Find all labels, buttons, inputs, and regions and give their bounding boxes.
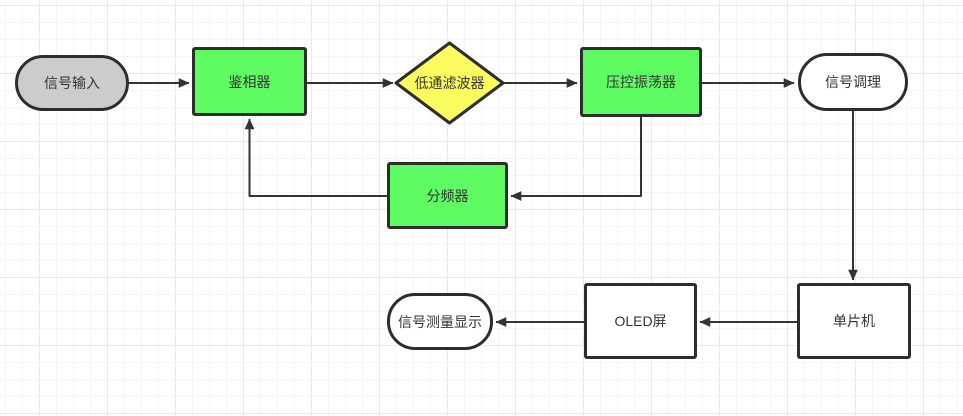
- node-signal-input-label: 信号输入: [44, 75, 100, 91]
- node-frequency-divider[interactable]: 分频器: [387, 162, 508, 229]
- node-measurement-display-label: 信号测量显示: [398, 313, 482, 330]
- diamond-shape: [394, 41, 505, 125]
- node-mcu[interactable]: 单片机: [797, 283, 911, 359]
- edge-frequency-divider-to-phase-detector[interactable]: [244, 118, 388, 197]
- node-measurement-display[interactable]: 信号测量显示: [387, 293, 493, 350]
- node-phase-detector-label: 鉴相器: [228, 73, 271, 90]
- node-low-pass-filter[interactable]: 低通滤波器: [394, 41, 505, 125]
- edge-vco-to-frequency-divider[interactable]: [510, 117, 642, 201]
- node-signal-input[interactable]: 信号输入: [15, 55, 129, 111]
- node-oled-screen[interactable]: OLED屏: [584, 283, 697, 359]
- node-phase-detector[interactable]: 鉴相器: [192, 47, 307, 116]
- node-vco[interactable]: 压控振荡器: [580, 47, 702, 117]
- node-oled-screen-label: OLED屏: [614, 313, 667, 329]
- node-vco-label: 压控振荡器: [606, 74, 676, 90]
- node-signal-conditioning-label: 信号调理: [825, 74, 881, 90]
- node-signal-conditioning[interactable]: 信号调理: [798, 53, 908, 111]
- node-mcu-label: 单片机: [833, 313, 875, 329]
- node-frequency-divider-label: 分频器: [426, 187, 469, 204]
